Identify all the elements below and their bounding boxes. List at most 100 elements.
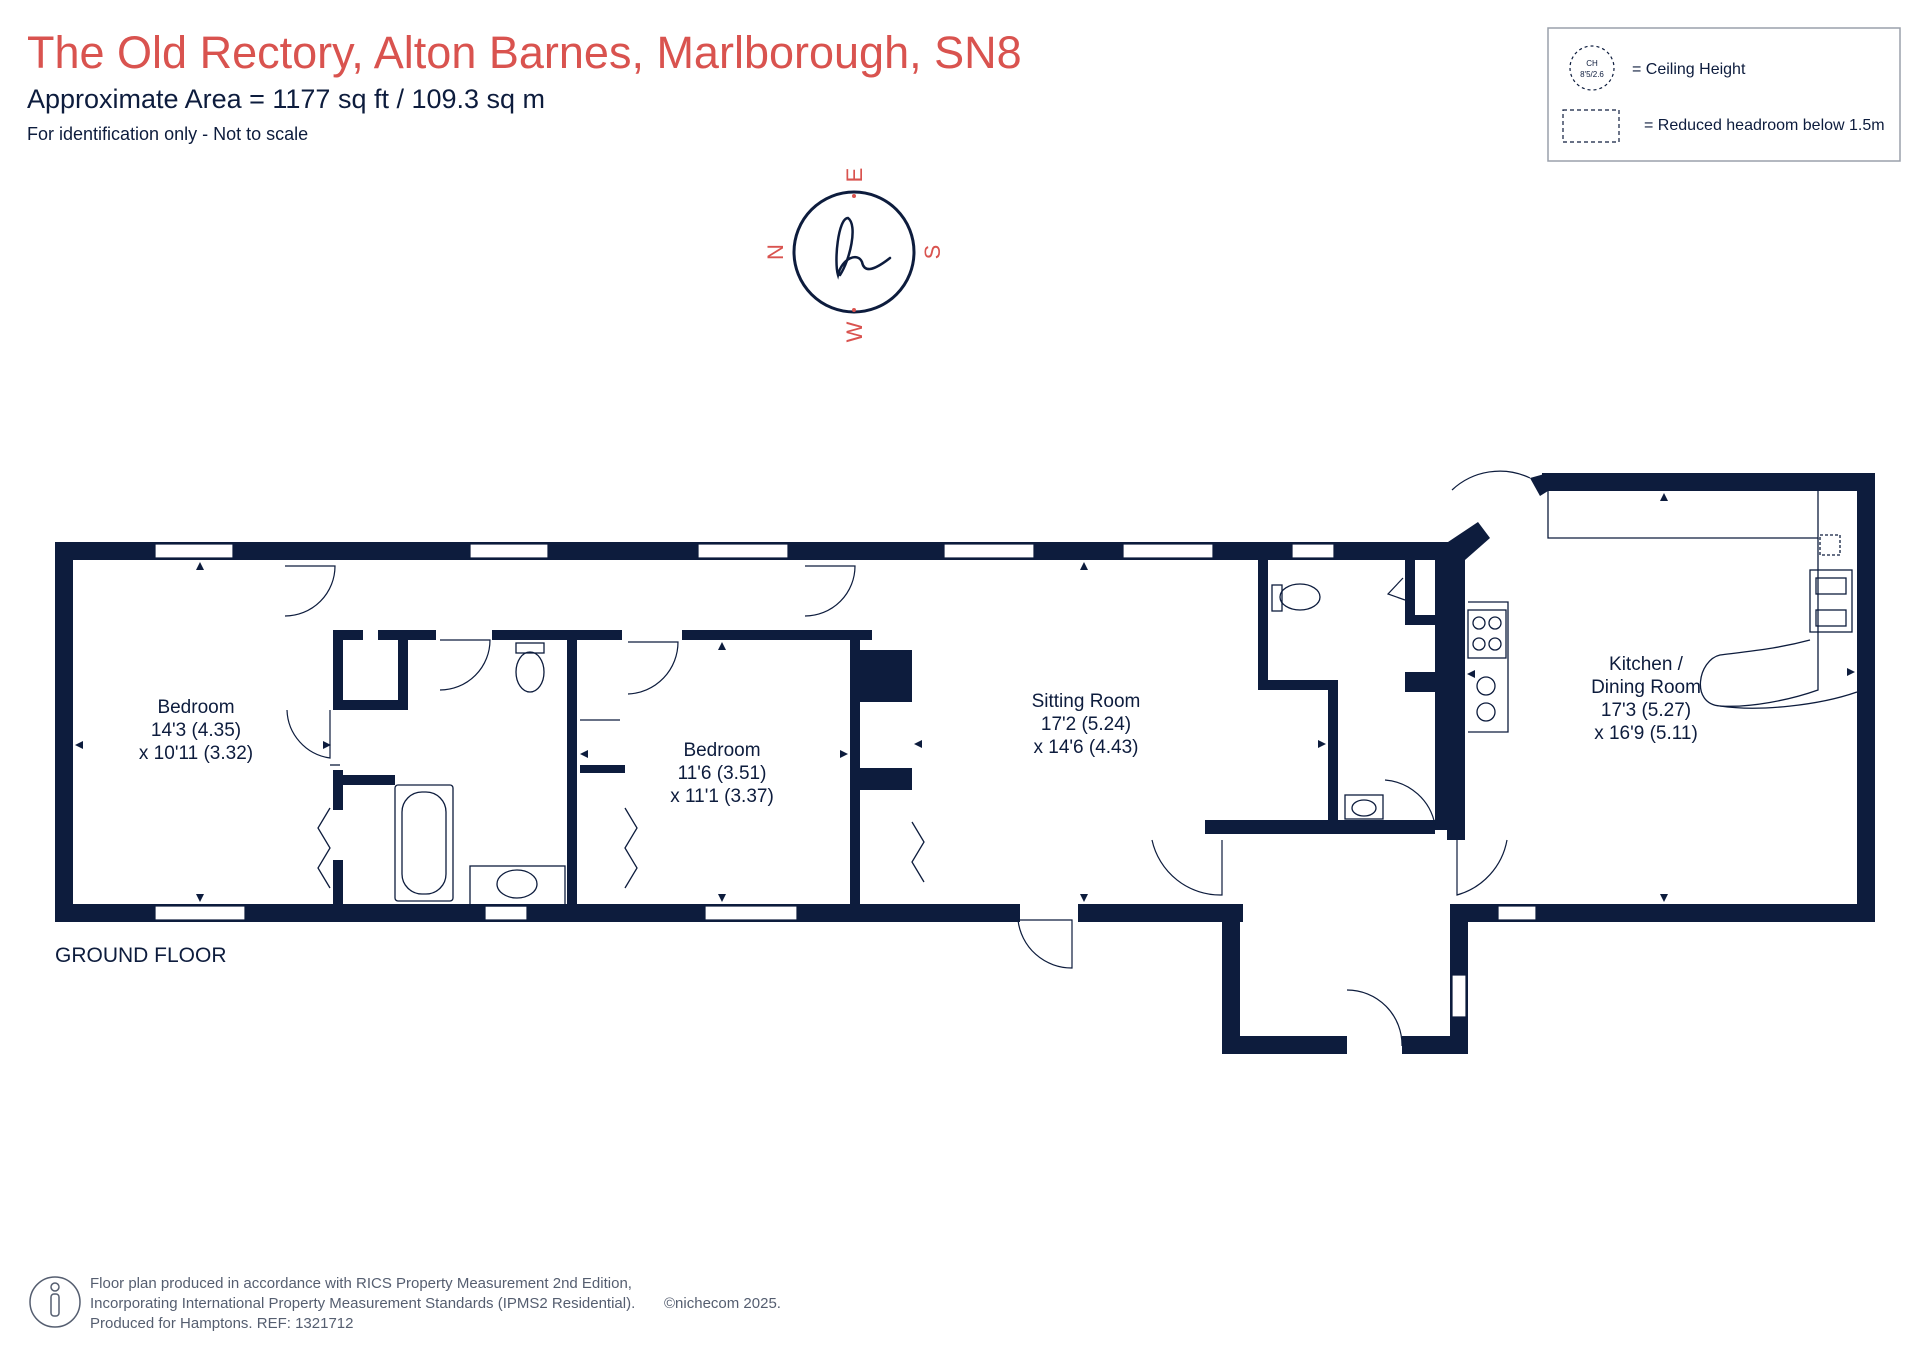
arrow-icon bbox=[1318, 740, 1326, 748]
compass: N E S W bbox=[763, 168, 945, 343]
door-swing bbox=[1386, 577, 1406, 601]
room-dimension: x 10'11 (3.32) bbox=[139, 743, 253, 764]
door-swing bbox=[439, 639, 491, 691]
room-dimension: 17'2 (5.24) bbox=[1041, 714, 1131, 735]
wall-left bbox=[55, 542, 73, 922]
wall-int-11 bbox=[682, 630, 872, 640]
floor-label: GROUND FLOOR bbox=[55, 944, 227, 967]
room-dimension: x 11'1 (3.37) bbox=[670, 786, 774, 807]
window bbox=[1291, 543, 1335, 559]
wall-int-10 bbox=[333, 860, 343, 910]
room-dimension: 14'3 (4.35) bbox=[151, 720, 241, 741]
door-swing bbox=[286, 709, 331, 759]
room-name: Bedroom bbox=[157, 697, 234, 718]
wardrobe-door bbox=[317, 807, 331, 889]
window bbox=[697, 543, 789, 559]
wardrobe-door bbox=[911, 821, 925, 883]
arrow-icon bbox=[1080, 562, 1088, 570]
wall-int-1 bbox=[333, 630, 343, 710]
floor-plan-walls bbox=[55, 473, 1875, 1054]
door-swing bbox=[627, 641, 679, 695]
room-dimension: 17'3 (5.27) bbox=[1601, 700, 1691, 721]
wall-bottom-right bbox=[1465, 904, 1875, 922]
compass-ring bbox=[792, 190, 916, 314]
hob-ring bbox=[1488, 637, 1502, 651]
room-sitting-room: Sitting Room 17'2 (5.24) x 14'6 (4.43) bbox=[1032, 691, 1141, 758]
toilet-cistern bbox=[1271, 584, 1283, 612]
door-swing bbox=[1451, 470, 1531, 491]
property-title: The Old Rectory, Alton Barnes, Marlborou… bbox=[27, 27, 1022, 78]
room-dimension: x 16'9 (5.11) bbox=[1594, 723, 1698, 744]
person-icon-ring bbox=[29, 1276, 81, 1328]
room-kitchen-dining: Kitchen / Dining Room 17'3 (5.27) x 16'9… bbox=[1591, 654, 1701, 744]
window bbox=[1497, 905, 1537, 921]
wall-int-13 bbox=[850, 630, 860, 910]
window bbox=[704, 905, 798, 921]
arrow-icon bbox=[1660, 894, 1668, 902]
toilet-cistern bbox=[515, 642, 545, 654]
wall-int-16 bbox=[1328, 680, 1338, 820]
room-name: Dining Room bbox=[1591, 677, 1701, 698]
footer-line-1: Floor plan produced in accordance with R… bbox=[90, 1275, 632, 1292]
window bbox=[469, 543, 549, 559]
wall-int-17 bbox=[1405, 560, 1415, 615]
compass-dot-east bbox=[852, 194, 856, 198]
appliance-icon bbox=[1476, 676, 1496, 696]
kitchen-counter-top bbox=[1547, 491, 1819, 539]
window bbox=[154, 543, 234, 559]
arrow-icon bbox=[1080, 894, 1088, 902]
identification-note: For identification only - Not to scale bbox=[27, 124, 308, 144]
toilet-icon bbox=[515, 651, 545, 693]
door-swing bbox=[1017, 919, 1073, 969]
arrow-icon bbox=[914, 740, 922, 748]
wall-corner bbox=[1448, 522, 1490, 560]
arrow-icon bbox=[580, 750, 588, 758]
arrow-icon bbox=[1660, 493, 1668, 501]
window bbox=[154, 905, 246, 921]
ch-symbol-top: CH bbox=[1586, 59, 1598, 68]
person-icon-head bbox=[50, 1282, 60, 1292]
boiler-icon bbox=[1819, 534, 1841, 556]
wardrobe-door bbox=[624, 807, 638, 889]
wall-int-20 bbox=[1435, 560, 1447, 830]
toilet-icon bbox=[1279, 583, 1321, 611]
copyright: ©nichecom 2025. bbox=[664, 1295, 781, 1312]
room-bedroom-1: Bedroom 14'3 (4.35) x 10'11 (3.32) bbox=[139, 697, 253, 764]
doors bbox=[284, 470, 1531, 1047]
logo-monogram-icon bbox=[835, 216, 892, 280]
hob-icon bbox=[1467, 609, 1507, 659]
ceiling-height-label: = Ceiling Height bbox=[1632, 61, 1746, 78]
arrow-icon bbox=[75, 741, 83, 749]
window bbox=[484, 905, 528, 921]
footer: Floor plan produced in accordance with R… bbox=[29, 1275, 781, 1332]
bath bbox=[394, 784, 454, 902]
arrow-icon bbox=[718, 894, 726, 902]
wall-kitchen-right bbox=[1857, 473, 1875, 922]
arrow-icon bbox=[840, 750, 848, 758]
basin-icon bbox=[1344, 794, 1384, 820]
wall-int-15 bbox=[1258, 680, 1338, 690]
ceiling-height-icon bbox=[1569, 45, 1615, 91]
reduced-headroom-icon bbox=[1562, 109, 1620, 143]
approximate-area: Approximate Area = 1177 sq ft / 109.3 sq… bbox=[27, 84, 545, 114]
reduced-headroom-label: = Reduced headroom below 1.5m bbox=[1644, 117, 1885, 134]
wall-int-14 bbox=[1258, 560, 1268, 690]
ch-symbol-bottom: 8'5/2.6 bbox=[1580, 70, 1604, 79]
legend: CH 8'5/2.6 = Ceiling Height = Reduced he… bbox=[1547, 27, 1901, 162]
window bbox=[1122, 543, 1214, 559]
arrow-icon bbox=[196, 894, 204, 902]
window bbox=[1451, 974, 1467, 1018]
basin-bowl bbox=[1351, 799, 1377, 817]
compass-west: W bbox=[842, 321, 867, 342]
sink-icon bbox=[1809, 569, 1853, 633]
room-dimension: 11'6 (3.51) bbox=[678, 763, 767, 784]
hob-ring bbox=[1472, 616, 1486, 630]
vanity bbox=[469, 865, 566, 907]
fixtures bbox=[317, 491, 1858, 907]
wall-int-9 bbox=[333, 775, 395, 785]
sink-bowl bbox=[1815, 577, 1847, 595]
sink-bowl bbox=[1815, 609, 1847, 627]
wall-int-12 bbox=[580, 765, 625, 773]
basin-icon bbox=[496, 869, 538, 899]
